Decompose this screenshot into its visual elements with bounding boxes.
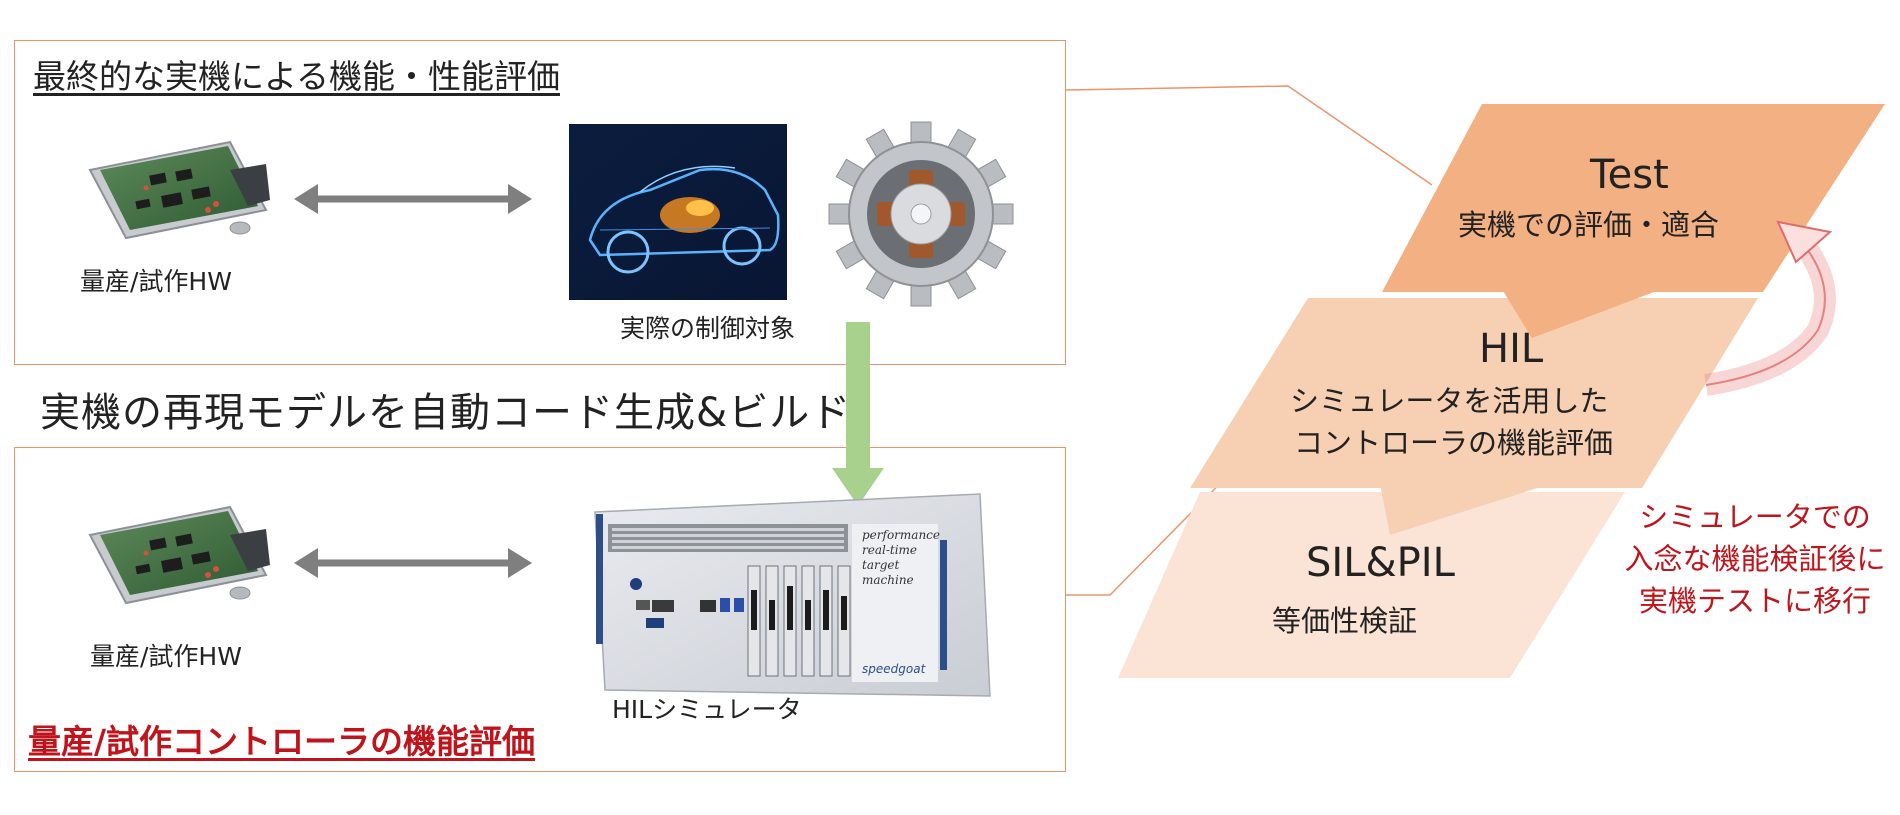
plant-caption: 実際の制御対象 <box>620 314 796 343</box>
motor-image <box>828 121 1014 307</box>
tier-hil <box>1190 298 1758 535</box>
device-label: performance real-time target machine <box>862 528 941 587</box>
codegen-label: 実機の再現モデルを自動コード生成&ビルド <box>40 390 852 436</box>
curved-arrow-head <box>1776 220 1833 264</box>
tier-test <box>1382 104 1885 338</box>
ecu-caption-top: 量産/試作HW <box>80 267 232 296</box>
bottom-panel-heading: 量産/試作コントローラの機能評価 <box>28 722 536 761</box>
ecu-image-top <box>88 140 270 240</box>
test-desc: 実機での評価・適合 <box>1458 208 1720 242</box>
hil-caption: HILシミュレータ <box>612 695 802 724</box>
ecu-caption-bottom: 量産/試作HW <box>90 642 242 671</box>
top-panel-heading: 最終的な実機による機能・性能評価 <box>33 57 561 96</box>
hil-simulator-image <box>594 493 991 697</box>
green-down-arrow <box>832 322 884 506</box>
bidirectional-arrow-bottom <box>294 548 532 578</box>
ecu-image-bottom <box>88 505 270 605</box>
car-xray-image <box>569 124 787 300</box>
hil-title: HIL <box>1479 326 1544 372</box>
tier-sil-pil <box>1118 492 1625 678</box>
sil-pil-title: SIL&PIL <box>1306 540 1455 586</box>
hil-desc: シミュレータを活用した コントローラの機能評価 <box>1290 384 1614 461</box>
test-title: Test <box>1590 152 1669 198</box>
bidirectional-arrow-top <box>294 184 532 214</box>
device-brand: speedgoat <box>862 662 926 676</box>
sil-pil-desc: 等価性検証 <box>1272 604 1418 638</box>
connector-line-top <box>1065 85 1433 186</box>
migration-note: シミュレータでの 入念な機能検証後に 実機テストに移行 <box>1624 500 1886 619</box>
